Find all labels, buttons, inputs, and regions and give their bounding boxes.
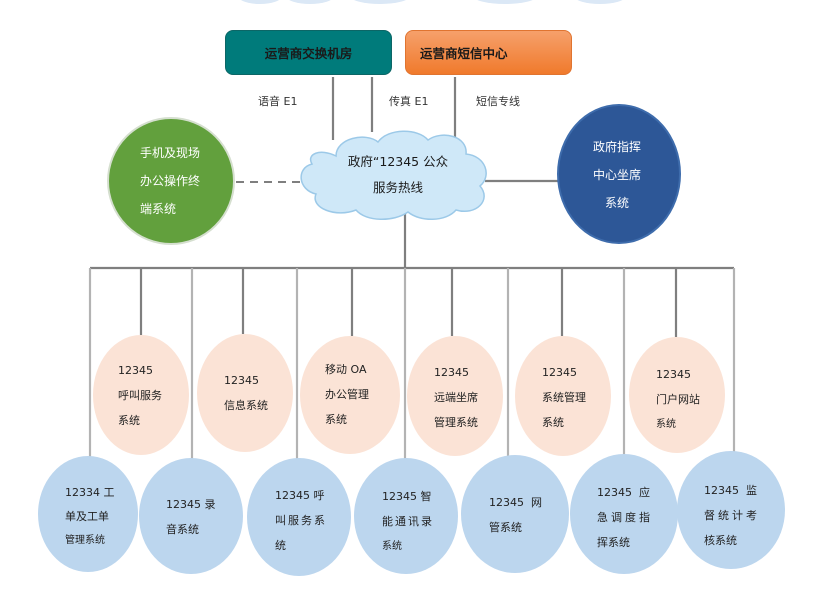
operator-switch-room-box: 运营商交换机房 — [225, 30, 392, 75]
upper-node — [300, 336, 400, 454]
lower-node — [247, 458, 351, 576]
upper-node — [407, 336, 503, 456]
center-title-line2: 服务热线 — [372, 180, 423, 195]
text-line: 12345 网 — [489, 496, 542, 509]
text-line: 核系统 — [704, 534, 737, 547]
text-line: 统 — [275, 539, 286, 552]
text-line: 手机及现场 — [140, 146, 201, 160]
text-line: 移动 OA — [325, 363, 367, 376]
lower-node — [38, 456, 138, 572]
upper-node — [197, 334, 293, 452]
lower-node — [461, 455, 569, 573]
cloud-shape — [300, 130, 487, 220]
lower-node — [677, 451, 785, 569]
text-line: 12345 — [434, 366, 469, 379]
lower-node — [139, 458, 243, 574]
text-line: 叫服务系 — [275, 514, 327, 527]
lower-node-text: 12334 工 单及工单 管理系统 — [65, 481, 115, 553]
operator-switch-room-label: 运营商交换机房 — [264, 46, 353, 61]
fragment-shape — [240, 0, 280, 4]
lower-node-text: 12345 录 音系统 — [166, 492, 216, 542]
text-line: 12345 — [224, 374, 259, 387]
text-line: 督统计考 — [704, 509, 760, 522]
text-line: 12345 呼 — [275, 489, 325, 502]
fragment-shape — [289, 0, 331, 4]
lower-node-text: 12345 智 能通讯录 系统 — [382, 484, 434, 559]
text-line: 管理系统 — [65, 535, 105, 546]
upper-node-text: 移动 OA 办公管理 系统 — [325, 357, 369, 432]
fragment-shape — [354, 0, 406, 4]
text-line: 12345 — [118, 364, 153, 377]
text-line: 能通讯录 — [382, 515, 434, 528]
service-hotline-cloud — [300, 130, 487, 220]
operator-sms-center-box: 运营商短信中心 — [405, 30, 572, 75]
text-line: 挥系统 — [597, 536, 630, 549]
text-line: 管系统 — [489, 521, 522, 534]
upper-node-text: 12345 远端坐席 管理系统 — [434, 360, 478, 435]
text-line: 12334 工 — [65, 486, 115, 499]
center-node-text: 政府“12345 公众 服务热线 — [318, 149, 478, 201]
operator-sms-center-label: 运营商短信中心 — [420, 46, 508, 61]
text-line: 系统 — [118, 414, 140, 427]
fragment-shape — [477, 0, 533, 4]
text-line: 音系统 — [166, 523, 199, 536]
fax-e1-label: 传真 E1 — [389, 95, 429, 108]
upper-node-text: 12345 系统管理 系统 — [542, 360, 586, 435]
text-line: 政府指挥 — [593, 140, 642, 154]
text-line: 12345 — [542, 366, 577, 379]
text-line: 系统 — [656, 419, 676, 430]
lower-node-text: 12345 应 急调度指 挥系统 — [597, 480, 653, 555]
center-title-line1: 政府“12345 公众 — [347, 154, 449, 169]
text-line: 12345 监 — [704, 484, 757, 497]
text-line: 系统 — [605, 196, 630, 210]
mobile-terminal-node — [107, 117, 235, 245]
top-edge-fragments — [240, 0, 623, 4]
text-line: 门户网站 — [656, 393, 700, 406]
upper-node — [93, 335, 189, 455]
text-line: 12345 应 — [597, 486, 650, 499]
text-line: 系统 — [542, 416, 564, 429]
lower-node — [570, 454, 678, 574]
text-line: 办公管理 — [325, 388, 369, 401]
upper-node — [629, 337, 725, 453]
text-line: 管理系统 — [434, 416, 478, 429]
upper-node-text: 12345 门户网站 系统 — [656, 362, 700, 437]
command-center-node — [557, 104, 681, 244]
text-line: 12345 智 — [382, 490, 432, 503]
sms-line-label: 短信专线 — [476, 95, 520, 108]
text-line: 12345 — [656, 368, 691, 381]
text-line: 单及工单 — [65, 510, 109, 523]
text-line: 中心坐席 — [593, 168, 642, 182]
text-line: 办公操作终 — [140, 174, 201, 188]
lower-node — [354, 458, 458, 574]
command-center-text: 政府指挥 中心坐席 系统 — [593, 133, 641, 217]
upper-node — [515, 336, 611, 456]
lower-node-text: 12345 呼 叫服务系 统 — [275, 483, 327, 558]
text-line: 系统管理 — [542, 391, 586, 404]
text-line: 信息系统 — [224, 399, 268, 412]
text-line: 系统 — [325, 413, 347, 426]
upper-node-text: 12345 信息系统 — [224, 368, 268, 418]
text-line: 12345 录 — [166, 498, 216, 511]
text-line: 呼叫服务 — [118, 389, 162, 402]
text-line: 系统 — [382, 541, 402, 552]
text-line: 端系统 — [140, 202, 177, 216]
mobile-terminal-text: 手机及现场 办公操作终 端系统 — [140, 139, 200, 223]
text-line: 远端坐席 — [434, 391, 478, 404]
upper-node-text: 12345 呼叫服务 系统 — [118, 358, 162, 433]
fragment-shape — [577, 0, 623, 4]
lower-node-text: 12345 监 督统计考 核系统 — [704, 478, 760, 553]
voice-e1-label: 语音 E1 — [258, 95, 298, 108]
text-line: 急调度指 — [597, 511, 653, 524]
lower-node-text: 12345 网 管系统 — [489, 490, 542, 540]
